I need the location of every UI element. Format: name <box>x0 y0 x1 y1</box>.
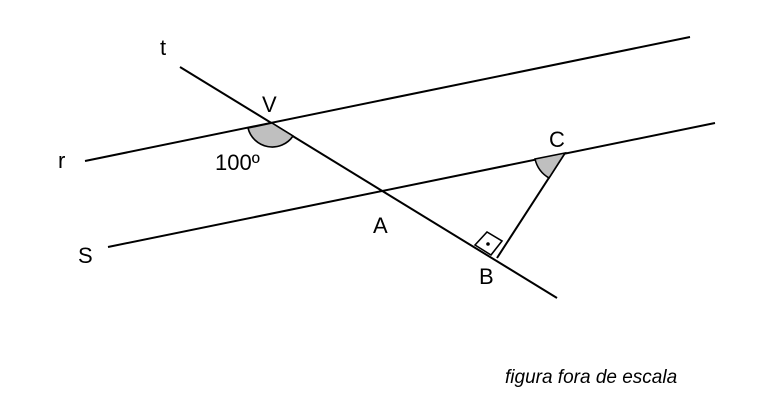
angle-label: 100º <box>215 150 260 175</box>
line-t <box>179 66 558 299</box>
label-t: t <box>160 35 166 60</box>
line-r <box>84 36 691 162</box>
label-s: S <box>78 243 93 268</box>
angle-c-marker <box>534 151 567 180</box>
label-c: C <box>549 127 565 152</box>
label-b: B <box>479 264 494 289</box>
label-v: V <box>262 92 277 117</box>
line-s <box>107 122 716 248</box>
right-angle-dot <box>486 242 490 246</box>
label-a: A <box>373 213 388 238</box>
angle-v-marker <box>247 122 295 148</box>
label-r: r <box>58 148 65 173</box>
scale-note: figura fora de escala <box>505 367 677 388</box>
